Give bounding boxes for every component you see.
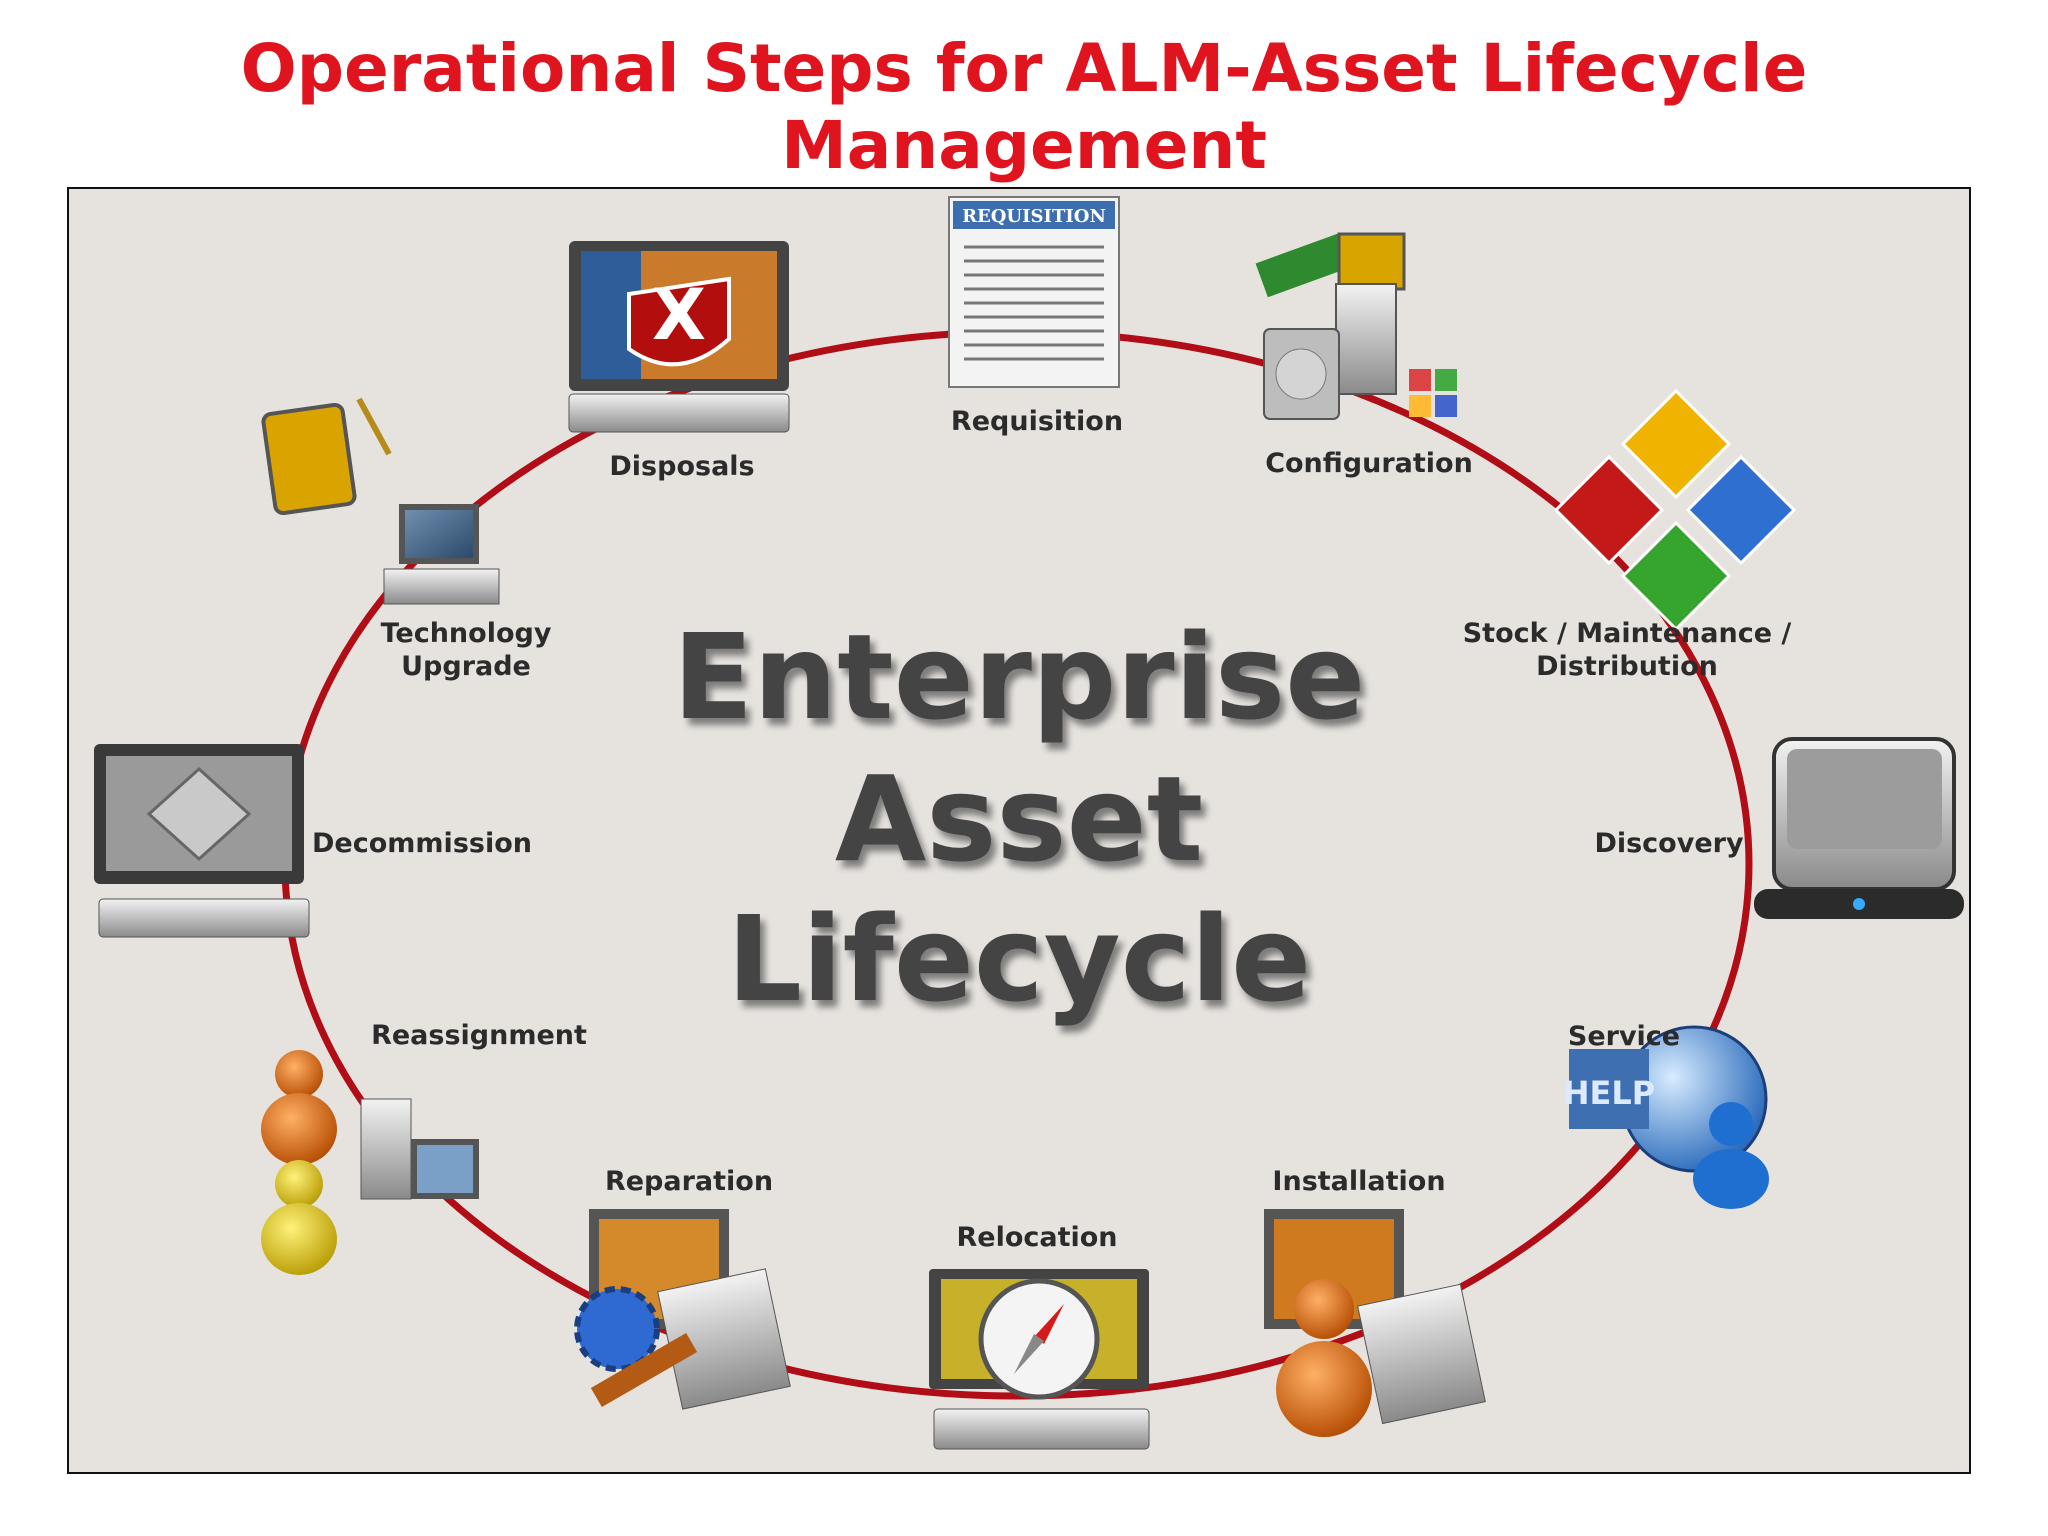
lifecycle-diagram: X REQUISITION	[67, 187, 1971, 1474]
step-label-discovery: Discovery	[1594, 828, 1744, 859]
step-label-decommission: Decommission	[312, 828, 532, 859]
svg-text:X: X	[652, 274, 706, 356]
center-title-line-2: Asset	[834, 750, 1204, 888]
step-label-technology-upgrade-1: Technology	[380, 618, 552, 649]
step-label-relocation: Relocation	[956, 1222, 1118, 1253]
requisition-form-icon: REQUISITION	[948, 196, 1120, 388]
step-label-reparation: Reparation	[604, 1166, 774, 1197]
installation-user-icon	[1264, 1209, 1486, 1437]
help-globe-icon: HELP	[1563, 1025, 1769, 1209]
step-label-installation: Installation	[1272, 1166, 1446, 1197]
pda-upgrade-icon	[261, 397, 500, 605]
step-label-stock-maintenance-2: Distribution	[1536, 651, 1718, 682]
compass-monitor-icon	[929, 1269, 1150, 1450]
hard-drive-icon	[1754, 737, 1964, 919]
windows-logo-icon	[1553, 388, 1797, 632]
step-label-stock-maintenance-1: Stock / Maintenance /	[1462, 618, 1792, 649]
step-label-service: Service	[1567, 1021, 1681, 1052]
page-title: Operational Steps for ALM-Asset Lifecycl…	[240, 30, 1808, 184]
svg-text:HELP: HELP	[1563, 1074, 1655, 1112]
center-title-line-1: Enterprise	[672, 608, 1366, 746]
step-label-technology-upgrade-2: Upgrade	[401, 651, 531, 682]
svg-text:REQUISITION: REQUISITION	[962, 206, 1106, 227]
center-title-line-3: Lifecycle	[726, 890, 1312, 1028]
step-label-requisition: Requisition	[950, 406, 1124, 437]
step-label-reassignment: Reassignment	[371, 1020, 587, 1051]
recycle-monitor-icon	[94, 744, 310, 938]
repair-tools-icon	[574, 1209, 791, 1410]
reassign-users-icon	[261, 1050, 479, 1275]
configuration-hardware-icon	[1255, 232, 1457, 420]
step-label-disposals: Disposals	[609, 451, 755, 482]
diagram-canvas: X REQUISITION	[94, 196, 1964, 1450]
disposal-shield-icon: X	[568, 241, 790, 433]
step-label-configuration: Configuration	[1265, 448, 1473, 479]
